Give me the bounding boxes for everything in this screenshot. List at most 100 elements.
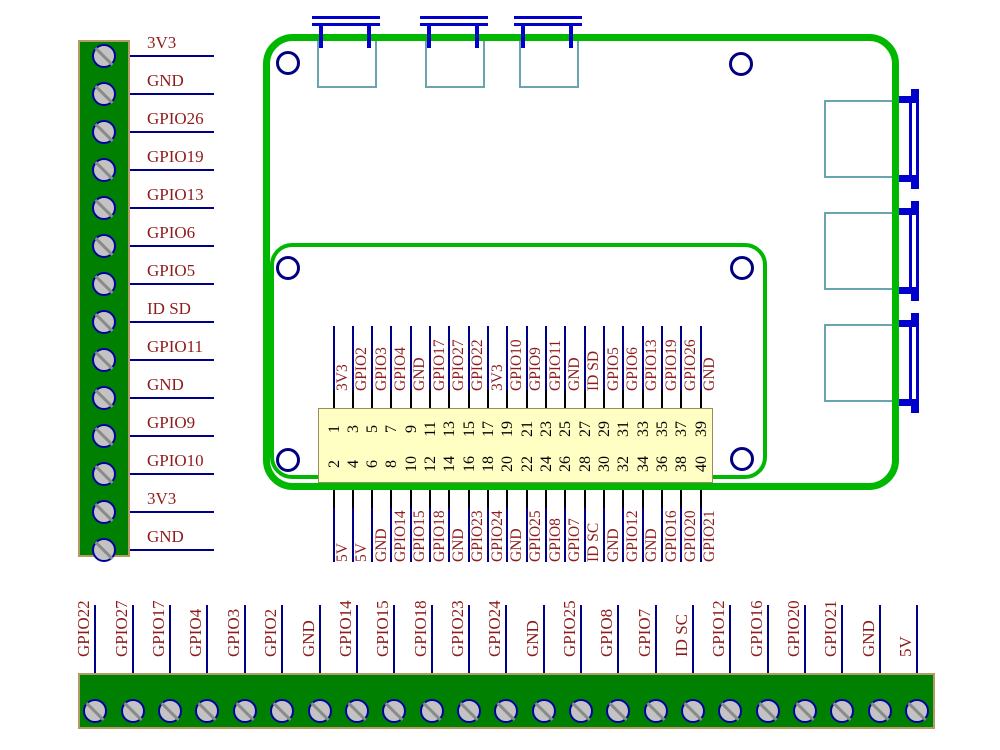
terminal-screw — [92, 500, 116, 524]
header-top-pin — [564, 390, 566, 408]
terminal-screw — [92, 538, 116, 562]
right-connector-body — [824, 212, 898, 290]
bottom-pin-wire — [841, 605, 843, 673]
header-top-pin — [448, 390, 450, 408]
header-bottom-wire — [390, 508, 392, 562]
screw-slot — [534, 701, 554, 721]
terminal-screw — [83, 699, 107, 723]
bottom-pin-wire — [393, 605, 395, 673]
header-bottom-wire — [429, 508, 431, 562]
header-top-label: GPIO17 — [431, 339, 448, 391]
header-odd-pin-number: 23 — [538, 421, 555, 437]
header-bottom-label: GPIO15 — [411, 510, 428, 562]
bottom-pin-label: GND — [299, 620, 318, 657]
header-bottom-wire — [564, 508, 566, 562]
header-bottom-wire — [661, 508, 663, 562]
mounting-hole — [276, 448, 300, 472]
header-bottom-wire — [371, 508, 373, 562]
header-top-label: GND — [411, 357, 428, 391]
header-odd-pin-number: 31 — [615, 421, 632, 437]
header-even-pin-number: 34 — [635, 456, 652, 472]
header-top-wire — [700, 326, 702, 390]
right-connector-bracket — [909, 326, 919, 400]
screw-slot — [310, 701, 330, 721]
header-top-label: GND — [701, 357, 718, 391]
screw-slot — [94, 502, 114, 522]
screw-slot — [683, 701, 703, 721]
header-bottom-wire — [700, 508, 702, 562]
left-pin-label: GPIO11 — [147, 337, 204, 356]
header-top-pin — [333, 390, 335, 408]
right-connector-leg — [899, 287, 919, 294]
left-pin-label: GPIO5 — [147, 261, 196, 280]
header-top-label: GPIO4 — [392, 347, 409, 391]
bottom-pin-label: GPIO17 — [149, 600, 168, 657]
header-odd-pin-number: 3 — [345, 425, 362, 433]
right-connector-leg — [899, 399, 919, 406]
bottom-pin-wire — [804, 605, 806, 673]
header-odd-pin-number: 5 — [364, 425, 381, 433]
terminal-screw — [494, 699, 518, 723]
header-bottom-label: GPIO23 — [469, 510, 486, 562]
left-pin-label: GPIO9 — [147, 413, 196, 432]
terminal-screw — [457, 699, 481, 723]
terminal-screw — [756, 699, 780, 723]
terminal-screw — [92, 310, 116, 334]
bottom-pin-wire — [244, 605, 246, 673]
screw-slot — [272, 701, 292, 721]
terminal-screw — [420, 699, 444, 723]
header-top-pin — [468, 390, 470, 408]
header-bottom-label: GND — [373, 528, 390, 562]
screw-slot — [123, 701, 143, 721]
screw-slot — [94, 388, 114, 408]
header-top-wire — [584, 326, 586, 390]
bottom-pin-label: GPIO27 — [112, 600, 131, 657]
header-odd-pin-number: 19 — [499, 421, 516, 437]
header-even-pin-number: 8 — [383, 460, 400, 468]
bottom-pin-label: GND — [859, 620, 878, 657]
header-top-wire — [622, 326, 624, 390]
screw-slot — [94, 312, 114, 332]
screw-slot — [795, 701, 815, 721]
left-pin-wire — [130, 549, 214, 551]
header-top-pin — [352, 390, 354, 408]
terminal-screw — [92, 44, 116, 68]
header-odd-pin-number: 25 — [557, 421, 574, 437]
header-bottom-wire — [622, 508, 624, 562]
bottom-pin-label: 5V — [896, 636, 915, 657]
header-top-label: GPIO10 — [508, 339, 525, 391]
header-bottom-label: GPIO24 — [489, 510, 506, 562]
top-connector-leg — [367, 26, 371, 48]
right-connector-tab — [911, 313, 919, 321]
header-odd-pin-number: 1 — [326, 425, 343, 433]
left-pin-label: GND — [147, 375, 184, 394]
header-bottom-pin — [448, 489, 450, 508]
bottom-pin-label: GPIO8 — [597, 608, 616, 657]
header-odd-pin-number: 17 — [480, 421, 497, 437]
right-connector-bracket — [909, 102, 919, 176]
header-bottom-wire — [468, 508, 470, 562]
header-top-label: ID SD — [585, 350, 602, 391]
header-even-pin-number: 12 — [422, 456, 439, 472]
header-top-label: GPIO2 — [353, 347, 370, 391]
mounting-hole — [730, 447, 754, 471]
terminal-screw — [270, 699, 294, 723]
right-connector-tab — [911, 201, 919, 209]
mounting-hole — [276, 256, 300, 280]
terminal-screw — [92, 234, 116, 258]
screw-slot — [571, 701, 591, 721]
bottom-pin-wire — [468, 605, 470, 673]
header-bottom-pin — [603, 489, 605, 508]
left-pin-wire — [130, 131, 214, 133]
header-bottom-pin — [642, 489, 644, 508]
header-bottom-pin — [468, 489, 470, 508]
left-pin-label: 3V3 — [147, 33, 177, 52]
header-bottom-label: GPIO21 — [701, 510, 718, 562]
header-bottom-wire — [448, 508, 450, 562]
screw-slot — [94, 46, 114, 66]
left-pin-wire — [130, 435, 214, 437]
header-bottom-wire — [545, 508, 547, 562]
header-top-wire — [661, 326, 663, 390]
bottom-pin-wire — [729, 605, 731, 673]
header-top-pin — [410, 390, 412, 408]
